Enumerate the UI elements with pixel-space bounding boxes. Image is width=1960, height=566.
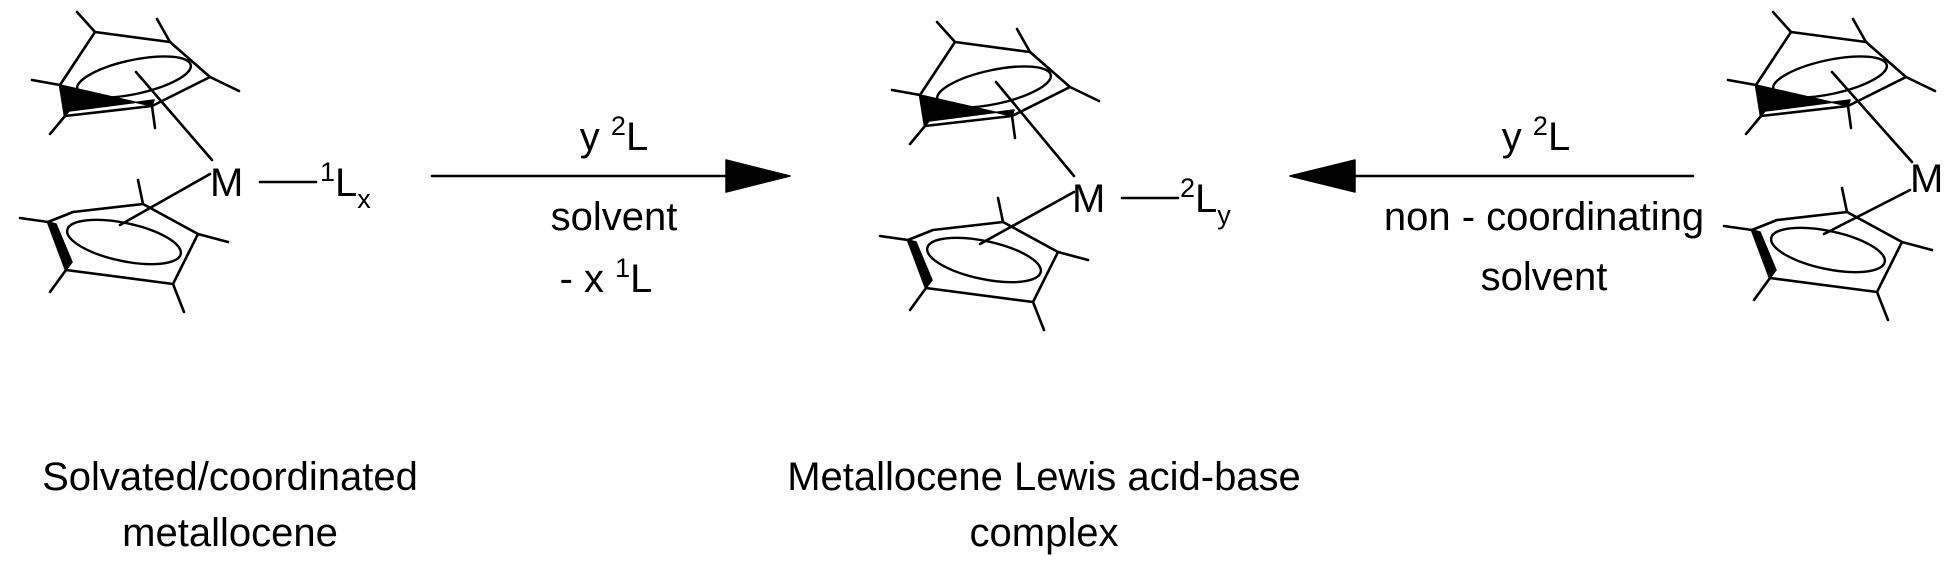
reverse-arrow: [1289, 159, 1695, 193]
left-caption-line2: metallocene: [122, 511, 338, 555]
center-metal-top-ring-bond: [994, 80, 1076, 178]
center-caption-line2: complex: [970, 511, 1119, 555]
left-ligand-label: 1Lx: [320, 157, 371, 214]
center-ligand-label: 2Ly: [1180, 173, 1231, 230]
reverse-arrow-solvent-line1: non - coordinating: [1384, 195, 1704, 239]
center-caption-line1: Metallocene Lewis acid-base: [787, 455, 1301, 499]
center-metallocene: M 2Ly: [878, 20, 1231, 332]
right-metallocene: M: [1722, 10, 1943, 322]
center-bottom-cp-ring: [878, 196, 1090, 332]
center-metal-symbol: M: [1072, 177, 1105, 221]
forward-arrow: [430, 159, 791, 193]
forward-arrow-leaving-ligand: - x 1L: [560, 253, 653, 301]
reverse-arrow-solvent-line2: solvent: [1481, 255, 1608, 299]
forward-arrow-reagent: y 2L: [580, 111, 648, 159]
right-metal-bottom-ring-bond: [1822, 188, 1912, 236]
right-metal-symbol: M: [1910, 157, 1943, 201]
right-metal-top-ring-bond: [1830, 70, 1914, 164]
forward-arrow-head: [725, 159, 791, 193]
left-metal-symbol: M: [210, 161, 243, 205]
right-bottom-cp-ring: [1722, 186, 1934, 322]
reverse-arrow-reagent: y 2L: [1502, 111, 1570, 159]
left-caption-line1: Solvated/coordinated: [42, 455, 418, 499]
left-metal-bottom-ring-bond: [118, 172, 212, 227]
reverse-arrow-head: [1289, 159, 1356, 193]
left-bottom-cp-ring: [18, 178, 230, 314]
left-metallocene: M 1Lx: [18, 10, 371, 314]
center-metal-bottom-ring-bond: [978, 190, 1076, 246]
left-metal-top-ring-bond: [134, 70, 214, 162]
forward-arrow-solvent: solvent: [551, 195, 678, 239]
